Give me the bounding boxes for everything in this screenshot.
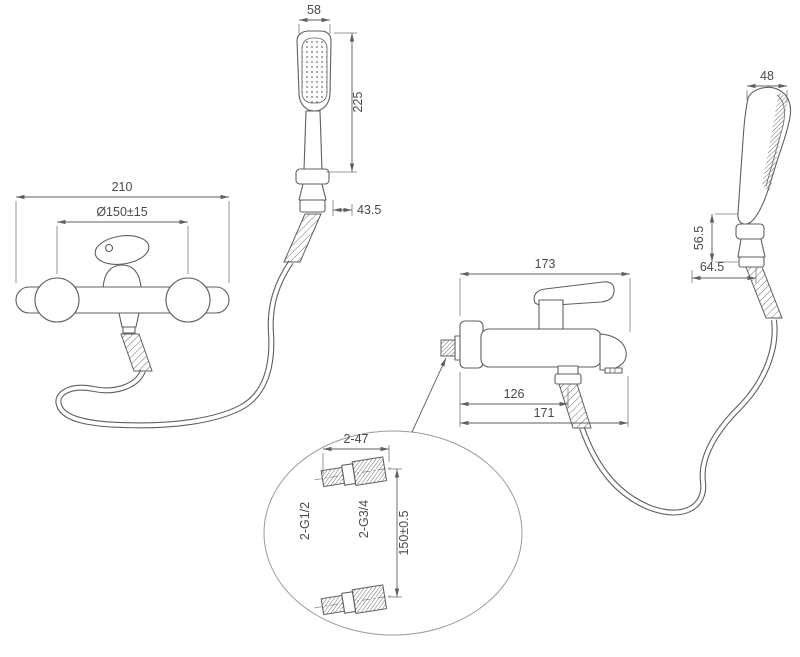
holder-cone-right bbox=[737, 238, 766, 258]
dim-mixer-depth: 173 bbox=[535, 257, 556, 271]
spray-face bbox=[301, 37, 328, 104]
escutcheon-left bbox=[34, 277, 80, 323]
handshower-side-view bbox=[735, 86, 792, 268]
label-thread-inlet: 2-G1/2 bbox=[298, 502, 312, 540]
escutcheon-right bbox=[165, 277, 211, 323]
mixer-body-side bbox=[480, 328, 602, 368]
dim-handshower-width: 58 bbox=[307, 3, 321, 17]
detail-leader-arrow bbox=[411, 357, 447, 433]
dim-holder-offset: 43.5 bbox=[357, 203, 381, 217]
dim-spout-depth: 171 bbox=[534, 406, 555, 420]
aerator bbox=[122, 326, 136, 334]
spout-outlet bbox=[118, 312, 140, 328]
dim-mounting-centers: Ø150±15 bbox=[96, 205, 147, 219]
holder-clip-right bbox=[735, 223, 765, 240]
mixer-side-view bbox=[440, 281, 627, 385]
handshower-front-view bbox=[295, 30, 332, 213]
handle-screw bbox=[104, 243, 114, 253]
dim-holder-depth: 64.5 bbox=[700, 260, 724, 274]
dim-outlet-depth: 126 bbox=[504, 387, 525, 401]
detail-view bbox=[263, 357, 523, 636]
aerator-side bbox=[604, 367, 623, 374]
hose-segment bbox=[283, 213, 322, 263]
outlet-nut bbox=[554, 373, 582, 385]
hose-nut bbox=[299, 199, 326, 213]
wall-plate bbox=[459, 320, 484, 369]
dimensions: 58 225 43.5 210 Ø150±15 173 126 bbox=[15, 3, 788, 598]
dim-mixer-width: 210 bbox=[112, 180, 133, 194]
dim-handshower2-width: 48 bbox=[760, 69, 774, 83]
hose-nut-right bbox=[738, 256, 765, 268]
shower-handle bbox=[303, 110, 323, 175]
spray-face-edge bbox=[762, 92, 788, 192]
mixer-front-view bbox=[15, 235, 230, 334]
dim-holder-height: 56.5 bbox=[692, 226, 706, 250]
hose-segment bbox=[120, 333, 153, 372]
eccentric-connector-top bbox=[314, 456, 394, 488]
lever-handle bbox=[94, 235, 150, 265]
shower-hose-left bbox=[55, 260, 294, 429]
eccentric-connector-bottom bbox=[314, 584, 394, 616]
shower-hose-right bbox=[579, 319, 778, 516]
cartridge-neck bbox=[538, 299, 564, 333]
handle-base bbox=[102, 264, 142, 289]
dim-eccentric-length: 2-47 bbox=[343, 432, 368, 446]
holder-clip bbox=[295, 168, 330, 185]
label-thread-outlet: 2-G3/4 bbox=[357, 500, 371, 538]
dim-centers-distance: 150±0.5 bbox=[397, 510, 411, 555]
holder-cone bbox=[298, 183, 327, 201]
dim-handshower-length: 225 bbox=[351, 92, 365, 113]
detail-ellipse bbox=[263, 430, 523, 636]
